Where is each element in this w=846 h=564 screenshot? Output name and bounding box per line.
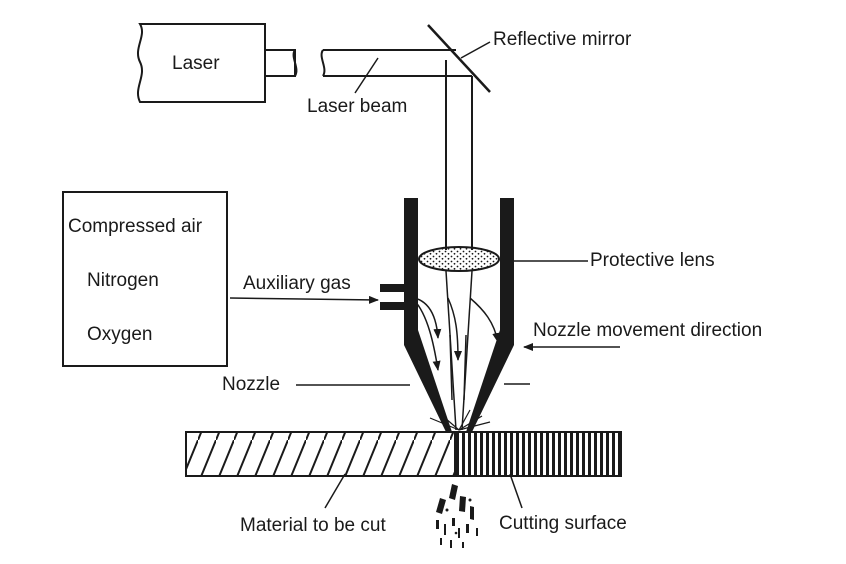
reflective-mirror-label: Reflective mirror: [493, 29, 632, 50]
tip-sparks: [429, 409, 491, 431]
material-plate: [185, 431, 456, 477]
nozzle-movement-direction-label: Nozzle movement direction: [533, 320, 762, 341]
gas-inlet: [380, 284, 404, 310]
auxiliary-gas-arrow: [229, 295, 379, 304]
reflective-mirror-leader: [460, 41, 491, 59]
gas-box-item-nitrogen: Nitrogen: [87, 270, 159, 291]
gas-box: [62, 191, 228, 367]
material-to-be-cut-label: Material to be cut: [240, 515, 386, 536]
laser-beam: [320, 49, 472, 77]
laser-source: [137, 23, 298, 103]
laser-label: Laser: [172, 53, 220, 74]
material-to-be-cut-leader: [324, 473, 346, 509]
gas-box-item-oxygen: Oxygen: [87, 324, 152, 345]
gas-flow-arrows: [405, 296, 501, 401]
nozzle-label: Nozzle: [222, 374, 280, 395]
molten-spray: [436, 484, 478, 548]
laser-beam-label: Laser beam: [307, 96, 407, 117]
protective-lens-label: Protective lens: [590, 250, 715, 271]
vertical-beam: [445, 60, 473, 250]
cut-surface-plate: [454, 431, 622, 477]
cutting-surface-leader: [509, 473, 523, 509]
laser-beam-leader: [354, 57, 379, 94]
cutting-surface-label: Cutting surface: [499, 513, 627, 534]
gas-box-item-compressed-air: Compressed air: [68, 216, 203, 237]
auxiliary-gas-label: Auxiliary gas: [243, 273, 351, 294]
protective-lens: [418, 246, 500, 272]
reflective-mirror: [427, 24, 491, 93]
nozzle-body: [404, 198, 514, 432]
